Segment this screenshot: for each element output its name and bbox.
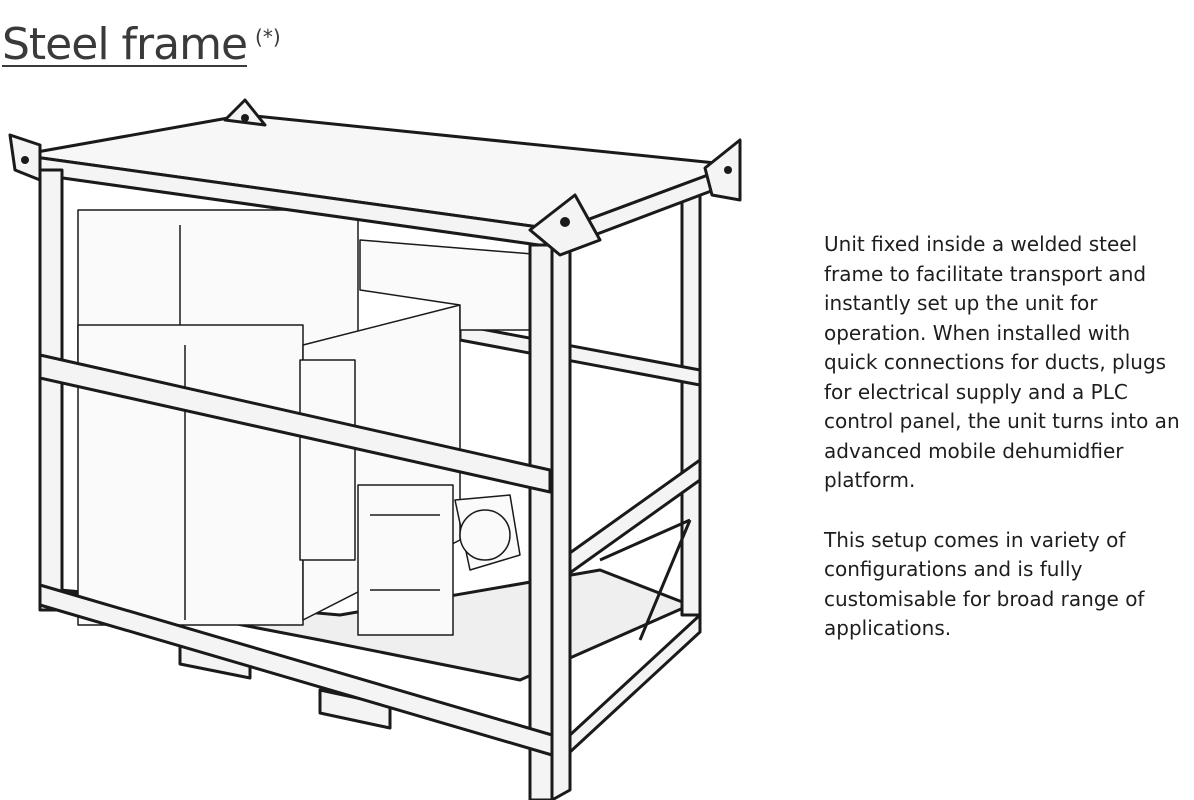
page-title-text: Steel frame: [2, 19, 248, 71]
page-title: Steel frame(*): [2, 23, 281, 67]
frame-rail-right-mid: [558, 458, 702, 582]
frame-rail-back: [458, 323, 702, 387]
frame-rail-front: [38, 353, 552, 494]
diagonal-brace: [599, 518, 691, 562]
description-paragraph-1: Unit fixed inside a welded steel frame t…: [824, 232, 1180, 492]
lifting-lug-back: [223, 98, 267, 127]
frame-post-right-edge: [550, 236, 572, 800]
motor-end: [459, 509, 511, 561]
filter-unit: [357, 484, 454, 636]
description-paragraph-2: This setup comes in variety of configura…: [824, 527, 1145, 641]
frame-post-front-right: [528, 243, 554, 800]
control-box: [299, 359, 356, 561]
frame-post-back-right: [680, 183, 702, 617]
description-panel: Unit fixed inside a welded steel frame t…: [824, 230, 1189, 674]
frame-post-front-left: [38, 168, 64, 612]
frame-rail-bottom: [38, 583, 554, 757]
lifting-lug-right: [703, 138, 742, 202]
steel-frame-illustration: [8, 98, 742, 800]
frame-rail-bottom-right: [568, 613, 702, 754]
title-footnote-marker: (*): [255, 25, 281, 50]
